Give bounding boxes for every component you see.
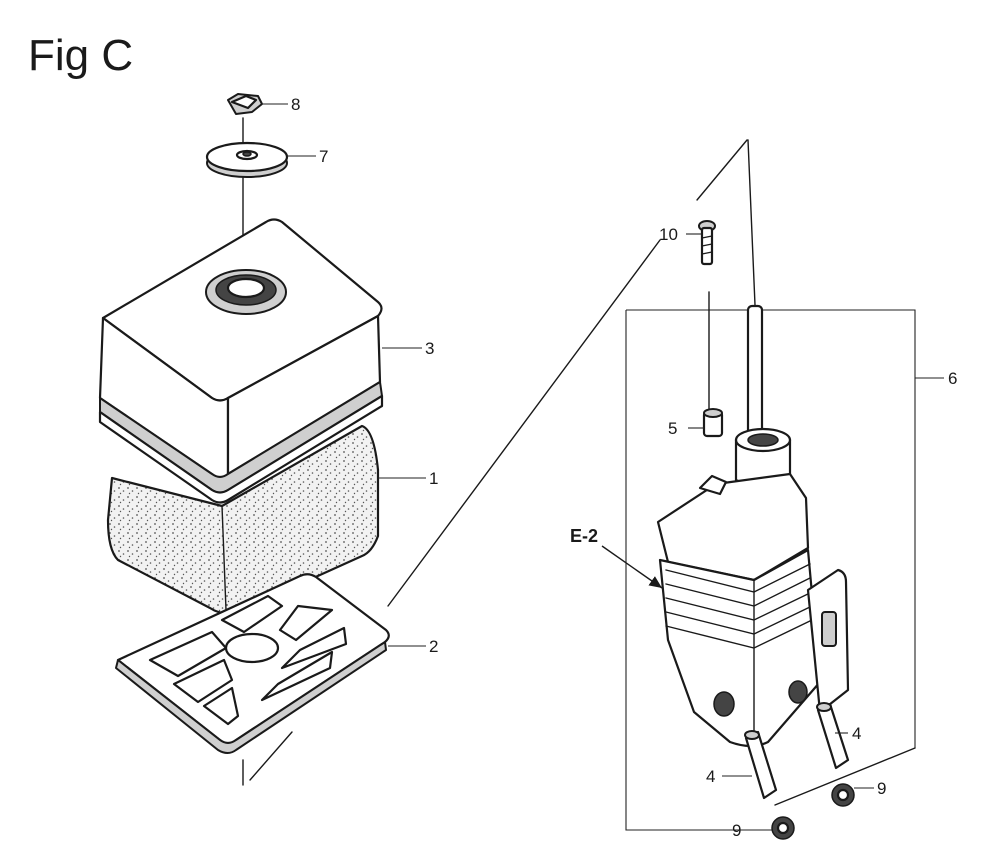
elbow-housing-part [656,304,850,748]
callout-5: 5 [668,419,677,438]
callout-7: 7 [319,147,328,166]
separation-line-left [387,239,661,607]
frame-diagonal [774,747,916,806]
wing-nut-part [227,93,263,115]
nut-part-right [831,783,855,807]
nut-part-left [771,816,795,840]
reference-arrow [601,545,663,589]
base-plate-part [115,573,390,754]
assembly-frame-left [625,310,780,831]
stud-part-right [816,702,850,770]
cover-plate-part [205,141,289,178]
reference-label: E-2 [570,526,598,546]
callout-6: 6 [948,369,957,388]
separation-line-base [249,731,293,781]
callout-1: 1 [429,469,438,488]
collar-part [702,408,724,438]
callout-8: 8 [291,95,300,114]
callout-4-left: 4 [706,767,715,786]
filter-element-part [106,424,380,615]
figure-title: Fig C [28,31,133,80]
callout-2: 2 [429,637,438,656]
callout-9-right: 9 [877,779,886,798]
shaft-axis-line [747,139,756,306]
separation-line-upper [696,139,748,201]
callout-4-right: 4 [852,724,861,743]
callout-9-left: 9 [732,821,741,840]
stud-part-left [744,730,778,800]
bolt-part [698,220,716,266]
assembly-frame-top [626,309,916,748]
callout-3: 3 [425,339,434,358]
air-cleaner-cover-part [98,218,384,504]
callout-10: 10 [659,225,678,244]
